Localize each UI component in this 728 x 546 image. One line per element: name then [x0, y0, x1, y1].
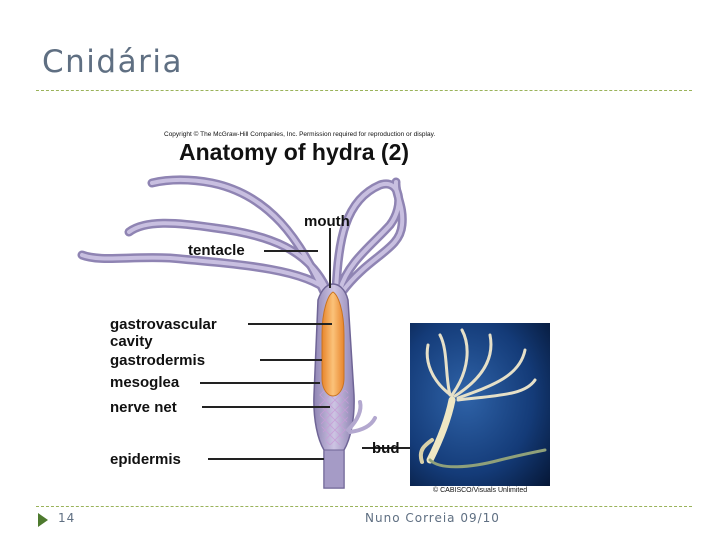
page-number: 14 — [58, 511, 75, 525]
hydra-photo — [410, 323, 550, 486]
figure-copyright: Copyright © The McGraw-Hill Companies, I… — [164, 131, 435, 138]
hydra-foot — [324, 450, 344, 488]
footer-divider — [36, 506, 692, 507]
label-tentacle: tentacle — [188, 242, 245, 259]
label-gastrovascular: gastrovascular — [110, 316, 217, 333]
label-epidermis: epidermis — [110, 451, 181, 468]
footer-author-date: Nuno Correia 09/10 — [365, 511, 500, 525]
tentacles — [82, 180, 402, 292]
gastrovascular-cavity — [322, 292, 344, 396]
label-mesoglea: mesoglea — [110, 374, 179, 391]
label-gastrodermis: gastrodermis — [110, 352, 205, 369]
label-mouth: mouth — [304, 213, 350, 230]
label-nerve-net: nerve net — [110, 399, 177, 416]
label-cavity: cavity — [110, 333, 153, 350]
bullet-arrow-icon — [37, 513, 49, 527]
figure-title: Anatomy of hydra (2) — [179, 139, 409, 166]
label-bud: bud — [372, 440, 400, 457]
photo-credit: © CABISCO/Visuals Unlimited — [433, 487, 527, 494]
